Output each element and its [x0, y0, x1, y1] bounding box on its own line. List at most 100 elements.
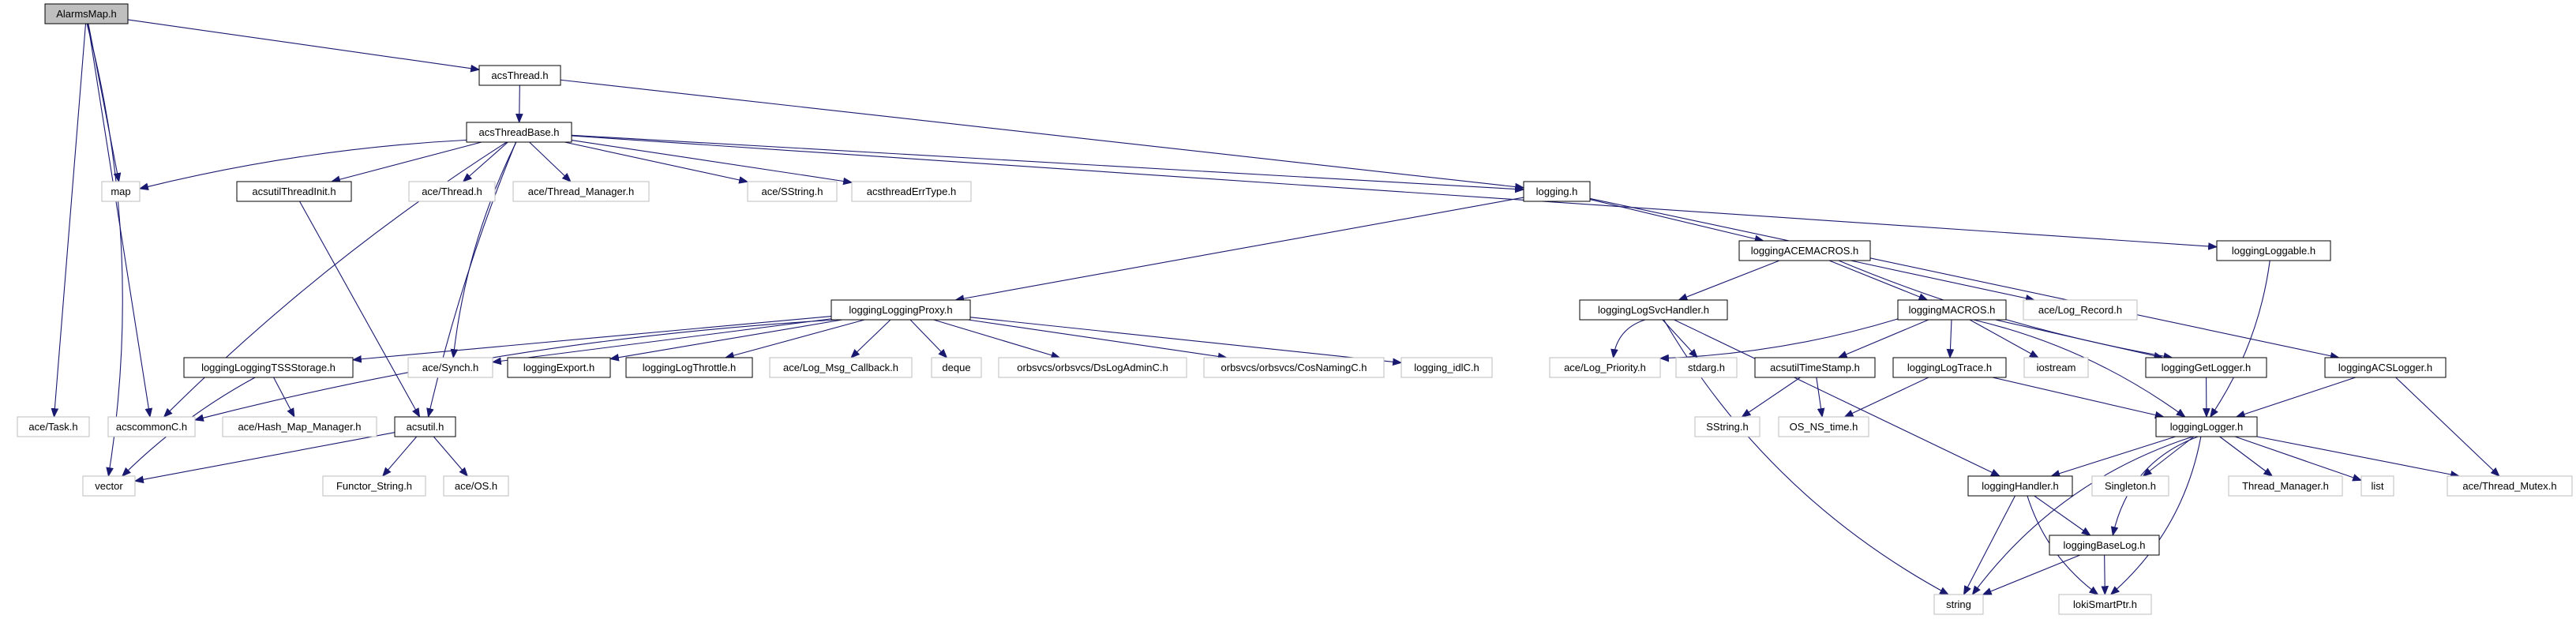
node-loggingMACROS.h[interactable]: loggingMACROS.h — [1897, 299, 2007, 321]
node-loggingBaseLog.h[interactable]: loggingBaseLog.h — [2049, 535, 2160, 556]
include-edge — [2235, 377, 2356, 418]
include-edge — [2210, 260, 2270, 418]
include-edge — [330, 141, 482, 183]
node-label: ace/Thread.h — [422, 186, 482, 197]
node-label: logging.h — [1536, 186, 1578, 197]
node-label: acsThread.h — [491, 69, 548, 81]
include-edge — [450, 141, 517, 359]
include-edge — [1589, 198, 1764, 243]
include-edge — [1816, 377, 1825, 418]
node-loggingLogThrottle.h[interactable]: loggingLogThrottle.h — [625, 357, 753, 378]
include-edge — [1828, 260, 1929, 301]
node-ace/Hash_Map_Manager.h: ace/Hash_Map_Manager.h — [222, 416, 377, 437]
node-label: ace/Thread_Manager.h — [528, 186, 634, 197]
include-edge — [850, 319, 891, 358]
include-edge — [351, 315, 832, 363]
node-acsutilThreadInit.h[interactable]: acsutilThreadInit.h — [236, 181, 352, 202]
include-edge — [462, 141, 508, 182]
include-edge — [1837, 319, 1929, 358]
node-loggingLoggable.h[interactable]: loggingLoggable.h — [2216, 240, 2331, 261]
node-Functor_String.h: Functor_String.h — [322, 475, 426, 497]
include-edge — [1589, 197, 2340, 360]
include-edge — [1995, 319, 2164, 360]
include-edge — [969, 317, 1403, 366]
node-label: loggingACSLogger.h — [2338, 362, 2432, 373]
include-edge — [1662, 319, 1698, 358]
node-label: AlarmsMap.h — [56, 8, 117, 20]
node-logging_idlC.h: logging_idlC.h — [1400, 357, 1493, 378]
include-edge — [515, 84, 523, 124]
node-label: loggingHandler.h — [1982, 480, 2059, 492]
node-loggingLoggingTSSStorage.h[interactable]: loggingLoggingTSSStorage.h — [183, 357, 354, 378]
include-edge — [1850, 260, 2036, 302]
node-loggingLogTrace.h[interactable]: loggingLogTrace.h — [1892, 357, 2007, 378]
node-loggingLogSvcHandler.h[interactable]: loggingLogSvcHandler.h — [1579, 299, 1728, 321]
node-ace/Thread_Mutex.h: ace/Thread_Mutex.h — [2447, 475, 2573, 497]
node-acsThread.h[interactable]: acsThread.h — [478, 65, 561, 86]
include-edge — [571, 135, 2218, 250]
include-edge — [1843, 377, 1929, 418]
include-edge — [1610, 319, 1646, 359]
node-acsutil.h[interactable]: acsutil.h — [394, 416, 456, 437]
include-edge — [724, 319, 865, 359]
node-label: loggingLogThrottle.h — [643, 362, 737, 373]
node-label: acscommonC.h — [116, 421, 187, 433]
include-edge — [2050, 436, 2176, 478]
include-edge — [2034, 495, 2091, 536]
include-edge — [2219, 436, 2274, 477]
include-edge — [86, 23, 123, 478]
node-loggingACSLogger.h[interactable]: loggingACSLogger.h — [2324, 357, 2447, 378]
node-loggingGetLogger.h[interactable]: loggingGetLogger.h — [2145, 357, 2267, 378]
include-edge — [2109, 436, 2202, 595]
node-loggingACEMACROS.h[interactable]: loggingACEMACROS.h — [1738, 240, 1871, 261]
node-label: loggingLoggingTSSStorage.h — [201, 362, 336, 373]
node-ace/Thread_Manager.h: ace/Thread_Manager.h — [512, 181, 650, 202]
node-acsutilTimeStamp.h[interactable]: acsutilTimeStamp.h — [1754, 357, 1876, 378]
include-edge — [954, 197, 1524, 302]
node-loggingHandler.h[interactable]: loggingHandler.h — [1967, 475, 2073, 497]
include-edge — [1659, 318, 1899, 362]
include-edge — [133, 432, 396, 484]
include-edge — [298, 201, 421, 418]
node-map: map — [101, 181, 141, 202]
node-loggingExport.h[interactable]: loggingExport.h — [507, 357, 611, 378]
include-edge — [609, 319, 842, 362]
include-edge — [491, 318, 832, 366]
node-label: loggingBaseLog.h — [2063, 539, 2145, 551]
node-label: Singleton.h — [2105, 480, 2156, 492]
node-label: ace/Log_Record.h — [2038, 304, 2122, 316]
node-logging.h[interactable]: logging.h — [1523, 181, 1591, 202]
include-edge — [1678, 260, 1780, 301]
node-ace/Log_Msg_Callback.h: ace/Log_Msg_Callback.h — [769, 357, 913, 378]
include-edge — [1969, 319, 2039, 358]
include-edge — [2110, 436, 2199, 537]
node-acsThreadBase.h[interactable]: acsThreadBase.h — [466, 122, 572, 143]
include-edge — [529, 141, 572, 182]
node-ace/Log_Record.h: ace/Log_Record.h — [2023, 299, 2138, 321]
include-edge — [2234, 436, 2363, 482]
node-label: loggingMACROS.h — [1909, 304, 1996, 316]
node-label: loggingLoggable.h — [2232, 245, 2315, 257]
include-edge — [2256, 436, 2461, 478]
include-edge — [933, 319, 1061, 359]
node-loggingLogger.h[interactable]: loggingLogger.h — [2155, 416, 2258, 437]
include-edge — [273, 377, 295, 418]
node-Thread_Manager.h: Thread_Manager.h — [2228, 475, 2343, 497]
include-edge — [381, 436, 418, 477]
include-edge — [426, 141, 517, 418]
node-label: loggingLogTrace.h — [1907, 362, 1992, 373]
include-edge — [968, 319, 1228, 361]
node-ace/Thread.h: ace/Thread.h — [408, 181, 496, 202]
node-ace/Log_Priority.h: ace/Log_Priority.h — [1549, 357, 1661, 378]
include-edge — [571, 139, 853, 186]
node-label: ace/Log_Msg_Callback.h — [783, 362, 898, 373]
node-loggingLoggingProxy.h[interactable]: loggingLoggingProxy.h — [831, 299, 971, 321]
node-label: stdarg.h — [1688, 362, 1725, 373]
node-OS_NS_time.h: OS_NS_time.h — [1778, 416, 1869, 437]
include-edge — [560, 79, 1525, 191]
node-AlarmsMap.h: AlarmsMap.h — [44, 3, 129, 24]
include-edge — [1674, 319, 2001, 477]
node-iostream: iostream — [2023, 357, 2089, 378]
node-label: map — [111, 186, 130, 197]
